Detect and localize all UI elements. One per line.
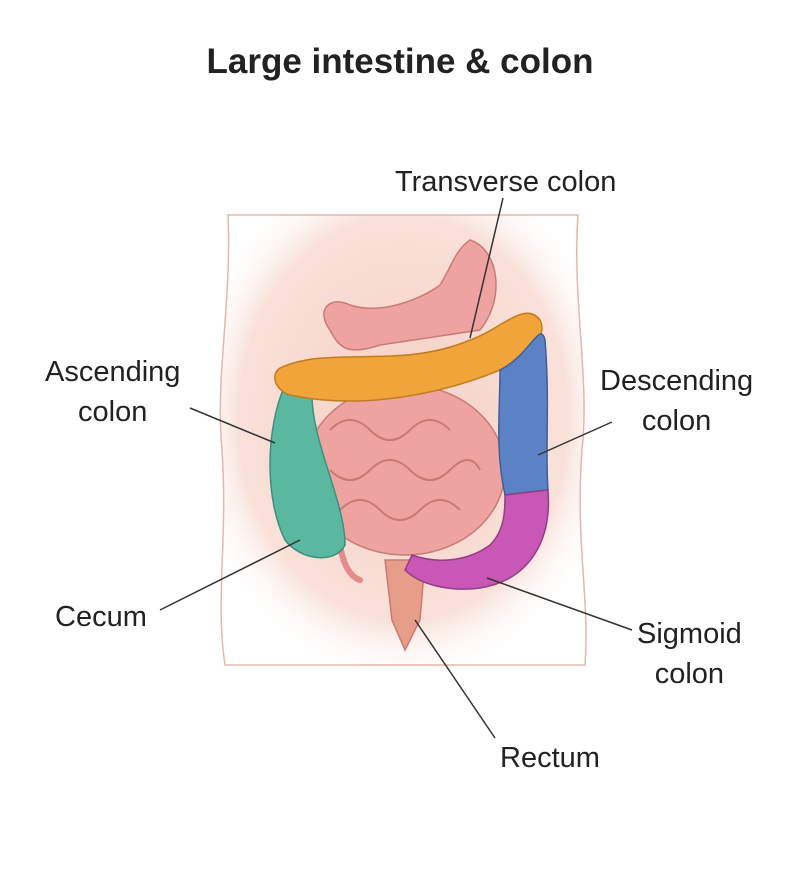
- diagram-title: Large intestine & colon: [206, 42, 594, 81]
- label-transverse-colon: Transverse colon: [395, 166, 617, 198]
- leader-lines: [159, 197, 633, 739]
- descending-colon: [498, 333, 549, 496]
- label-cecum: Cecum: [55, 601, 147, 633]
- label-rectum: Rectum: [500, 742, 600, 774]
- label-line: Sigmoid: [637, 618, 742, 650]
- label-line: colon: [78, 396, 148, 428]
- label-line: Ascending: [45, 356, 181, 388]
- label-line: colon: [654, 658, 725, 690]
- label-sigmoid-colon: Sigmoid colon: [637, 614, 742, 694]
- ascending-colon: [269, 384, 346, 559]
- stomach: [323, 239, 497, 351]
- label-descending-colon: Descending colon: [600, 361, 753, 441]
- label-line: colon: [641, 405, 712, 437]
- label-ascending-colon: Ascending colon: [45, 352, 180, 432]
- sigmoid-colon: [404, 489, 550, 590]
- label-line: Descending: [600, 365, 754, 397]
